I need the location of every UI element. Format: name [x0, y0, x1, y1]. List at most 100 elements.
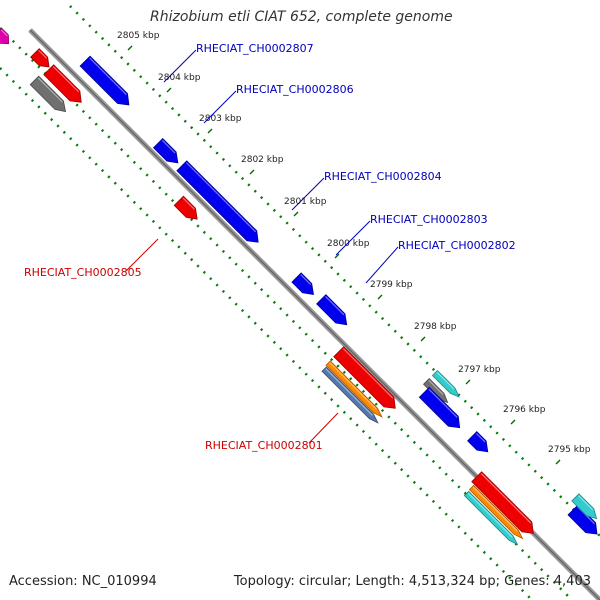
tick-mark — [555, 459, 561, 465]
gene-arrow-highlight — [37, 77, 63, 103]
tick-7: 2798 kbp — [414, 322, 457, 342]
accession-text: Accession: NC_010994 — [9, 574, 157, 589]
gene-rheciat-ch0002804[interactable] — [176, 160, 263, 247]
gene-rheciat-ch0002806[interactable] — [79, 55, 134, 110]
tick-3: 2802 kbp — [241, 155, 284, 175]
gene-arrow-body — [79, 55, 130, 106]
gene-label-rheciat-ch0002805[interactable]: RHECIAT_CH0002805 — [24, 238, 159, 279]
gene-arrow-highlight — [89, 57, 127, 96]
gene-teal-a[interactable] — [431, 369, 462, 400]
gene-forward-b[interactable] — [418, 386, 464, 432]
gene-arrow-body — [471, 471, 534, 534]
tick-mark — [420, 336, 426, 342]
gene-arrow-body — [468, 484, 524, 540]
leader-line — [335, 220, 371, 256]
gene-grey-a[interactable] — [29, 75, 70, 116]
leader-line — [203, 90, 237, 124]
gene-arrow-highlight — [342, 348, 394, 399]
gene-rheciat-ch0002801[interactable] — [333, 346, 400, 413]
tick-label: 2797 kbp — [458, 365, 501, 375]
gene-label-text: RHECIAT_CH0002805 — [24, 266, 142, 279]
gene-arrow-highlight — [182, 197, 195, 210]
gene-arrow-highlight — [476, 432, 486, 443]
map-title: Rhizobium etli CIAT 652, complete genome — [150, 9, 453, 25]
leader-line — [291, 177, 325, 211]
gene-teal-c[interactable] — [463, 490, 519, 546]
tick-0: 2805 kbp — [117, 31, 160, 51]
gene-label-rheciat-ch0002802[interactable]: RHECIAT_CH0002802 — [365, 239, 516, 284]
gene-reverse-b[interactable] — [43, 64, 86, 107]
gene-arrow-highlight — [325, 296, 345, 316]
gene-arrow-body — [325, 360, 383, 418]
gene-arrow-highlight — [185, 162, 257, 233]
gene-label-text: RHECIAT_CH0002804 — [324, 170, 442, 183]
tick-mark — [377, 294, 383, 300]
tick-label: 2798 kbp — [414, 322, 457, 332]
gene-reverse-a[interactable] — [30, 48, 54, 72]
leader-line — [163, 49, 197, 83]
gene-arrow-highlight — [480, 473, 532, 524]
gene-arrow-body — [418, 386, 461, 429]
gene-steel-a[interactable] — [321, 366, 380, 425]
gene-magenta-a[interactable] — [0, 27, 13, 48]
tick-8: 2797 kbp — [458, 365, 501, 385]
tick-mark — [510, 419, 516, 425]
tick-mark — [166, 87, 172, 93]
gene-label-rheciat-ch0002801[interactable]: RHECIAT_CH0002801 — [205, 412, 339, 452]
gene-arrow-body — [30, 48, 50, 68]
gene-arrow-highlight — [300, 274, 312, 286]
tick-label: 2796 kbp — [503, 405, 546, 415]
gene-arrow-highlight — [428, 388, 458, 418]
gene-arrow-highlight — [325, 368, 373, 416]
gene-label-rheciat-ch0002807[interactable]: RHECIAT_CH0002807 — [163, 42, 314, 83]
tick-label: 2805 kbp — [117, 31, 160, 41]
gene-arrow-highlight — [0, 29, 8, 37]
tick-6: 2799 kbp — [370, 280, 413, 300]
gene-arrow-body — [291, 272, 314, 295]
gene-arrow-body — [29, 75, 67, 113]
gene-reverse-c[interactable] — [471, 471, 538, 538]
genome-summary-text: Topology: circular; Length: 4,513,324 bp… — [233, 574, 591, 589]
gene-forward-a[interactable] — [152, 137, 183, 168]
tick-label: 2799 kbp — [370, 280, 413, 290]
gene-arrow-body — [321, 366, 379, 424]
gene-rheciat-ch0002802[interactable] — [316, 294, 352, 330]
gene-orange-a[interactable] — [325, 360, 384, 419]
gene-arrow-body — [173, 195, 198, 220]
tick-10: 2795 kbp — [548, 445, 591, 465]
gene-arrow-body — [316, 294, 348, 326]
gene-teal-b[interactable] — [571, 493, 600, 522]
gene-orange-b[interactable] — [468, 484, 524, 540]
gene-arrow-highlight — [52, 66, 80, 93]
gene-label-text: RHECIAT_CH0002806 — [236, 83, 354, 96]
gene-label-text: RHECIAT_CH0002803 — [370, 213, 488, 226]
tick-mark — [293, 211, 299, 217]
tick-mark — [334, 253, 340, 259]
gene-label-text: RHECIAT_CH0002801 — [205, 439, 323, 452]
gene-arrow-highlight — [472, 486, 518, 532]
tick-mark — [127, 45, 133, 51]
gene-arrow-highlight — [467, 492, 513, 538]
gene-labels: RHECIAT_CH0002807RHECIAT_CH0002806RHECIA… — [24, 42, 516, 452]
gene-rheciat-ch0002805[interactable] — [173, 195, 202, 224]
leader-line — [365, 246, 399, 284]
gene-forward-c[interactable] — [467, 431, 493, 457]
gene-arrow-body — [176, 160, 259, 243]
gene-label-rheciat-ch0002803[interactable]: RHECIAT_CH0002803 — [335, 213, 488, 256]
tick-label: 2802 kbp — [241, 155, 284, 165]
gene-label-rheciat-ch0002806[interactable]: RHECIAT_CH0002806 — [203, 83, 354, 124]
inner-feature-track — [0, 67, 533, 600]
tick-mark — [207, 128, 213, 134]
gene-arrow-body — [571, 493, 598, 520]
tick-label: 2801 kbp — [284, 197, 327, 207]
gene-label-rheciat-ch0002804[interactable]: RHECIAT_CH0002804 — [291, 170, 442, 211]
gene-arrow-highlight — [38, 50, 48, 59]
gene-arrow-body — [333, 346, 396, 409]
gene-arrow-highlight — [436, 371, 455, 390]
gene-rheciat-ch0002803[interactable] — [291, 272, 318, 299]
gene-label-text: RHECIAT_CH0002807 — [196, 42, 314, 55]
gene-arrow-highlight — [578, 495, 594, 511]
leader-line — [308, 412, 339, 444]
gene-arrow-body — [463, 490, 519, 546]
